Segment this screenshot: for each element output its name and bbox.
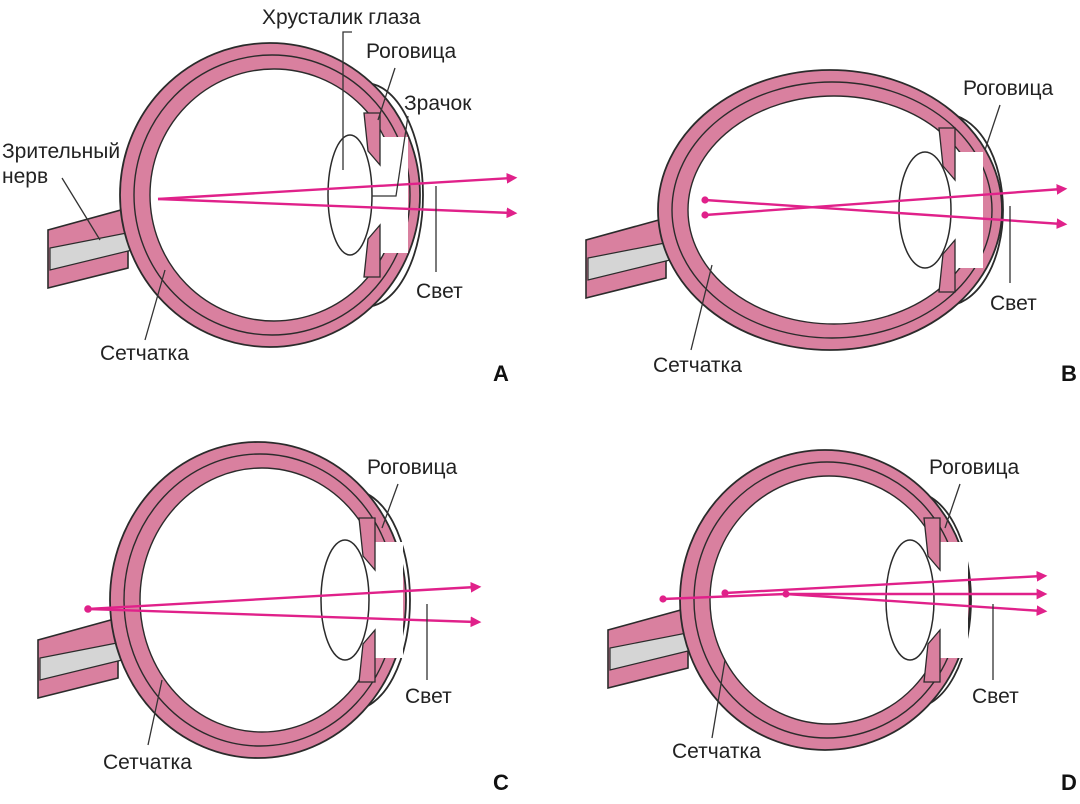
label-optic-nerve-1: Зрительный [2, 140, 120, 163]
ray-d-3 [785, 592, 1048, 617]
iris-lower-b [938, 238, 956, 293]
label-retina-b: Сетчатка [653, 354, 742, 377]
iris-upper-a [363, 112, 381, 167]
light-rays-a [157, 172, 518, 219]
label-cornea-d: Роговица [929, 456, 1020, 479]
ray-c-upper [87, 581, 482, 611]
ray-a-upper [157, 172, 518, 201]
eyeball-d [607, 449, 972, 751]
panel-letter-c: C [493, 770, 509, 795]
ray-d-1 [724, 570, 1048, 595]
label-pupil: Зрачок [404, 92, 472, 115]
lens-b [898, 151, 952, 269]
iris-lower-a [363, 223, 381, 278]
label-optic-nerve-2: нерв [2, 165, 48, 188]
leader-a-cornea [377, 67, 396, 121]
iris-upper-c [358, 517, 376, 572]
focal-point-c [84, 605, 92, 613]
light-rays-d [659, 570, 1048, 617]
leader-c-retina [147, 679, 163, 746]
panel-letter-d: D [1061, 770, 1077, 795]
ray-b-upper [704, 184, 1068, 217]
eyeball-a [47, 42, 424, 348]
leader-b-retina [690, 264, 713, 351]
leader-a-pupil [372, 115, 409, 197]
panel-letter-a: A [493, 361, 509, 386]
label-cornea-b: Роговица [963, 77, 1054, 100]
leader-a-lens [342, 31, 352, 170]
leader-a-nerve [61, 177, 101, 241]
label-light-c: Свет [405, 685, 452, 708]
eyeball-b [585, 69, 1004, 351]
ray-c-lower [87, 607, 482, 628]
leader-d-retina [711, 659, 726, 739]
light-rays-c [84, 581, 482, 628]
focal-point-b2 [701, 211, 709, 219]
leader-c-cornea [381, 483, 399, 529]
lens-c [320, 539, 370, 661]
label-light-a: Свет [416, 280, 463, 303]
leader-d-cornea [944, 483, 961, 529]
label-retina-d: Сетчатка [672, 740, 761, 763]
label-retina-a: Сетчатка [100, 342, 189, 365]
labels: Хрусталик глаза Роговица Зрачок Зрительн… [2, 6, 1077, 795]
leader-b-cornea [984, 104, 1001, 151]
label-lens: Хрусталик глаза [262, 6, 421, 29]
iris-lower-d [923, 628, 941, 683]
focal-point-d3 [782, 590, 790, 598]
eyeball-c [37, 441, 411, 759]
label-light-b: Свет [990, 292, 1037, 315]
label-cornea-a: Роговица [366, 40, 457, 63]
iris-lower-c [358, 628, 376, 683]
light-rays-b [701, 184, 1068, 230]
iris-upper-d [923, 517, 941, 572]
leader-a-retina [144, 269, 166, 341]
leader-lines [61, 31, 1011, 746]
label-cornea-c: Роговица [367, 456, 458, 479]
label-light-d: Свет [972, 685, 1019, 708]
focal-point-b1 [701, 196, 709, 204]
iris-upper-b [938, 127, 956, 182]
lens-a [327, 134, 373, 256]
focal-point-d2 [721, 589, 729, 597]
ray-a-lower [157, 197, 518, 219]
focal-point-d1 [659, 595, 667, 603]
label-retina-c: Сетчатка [103, 751, 192, 774]
ray-b-lower [704, 198, 1068, 230]
panel-letter-b: B [1061, 361, 1077, 386]
